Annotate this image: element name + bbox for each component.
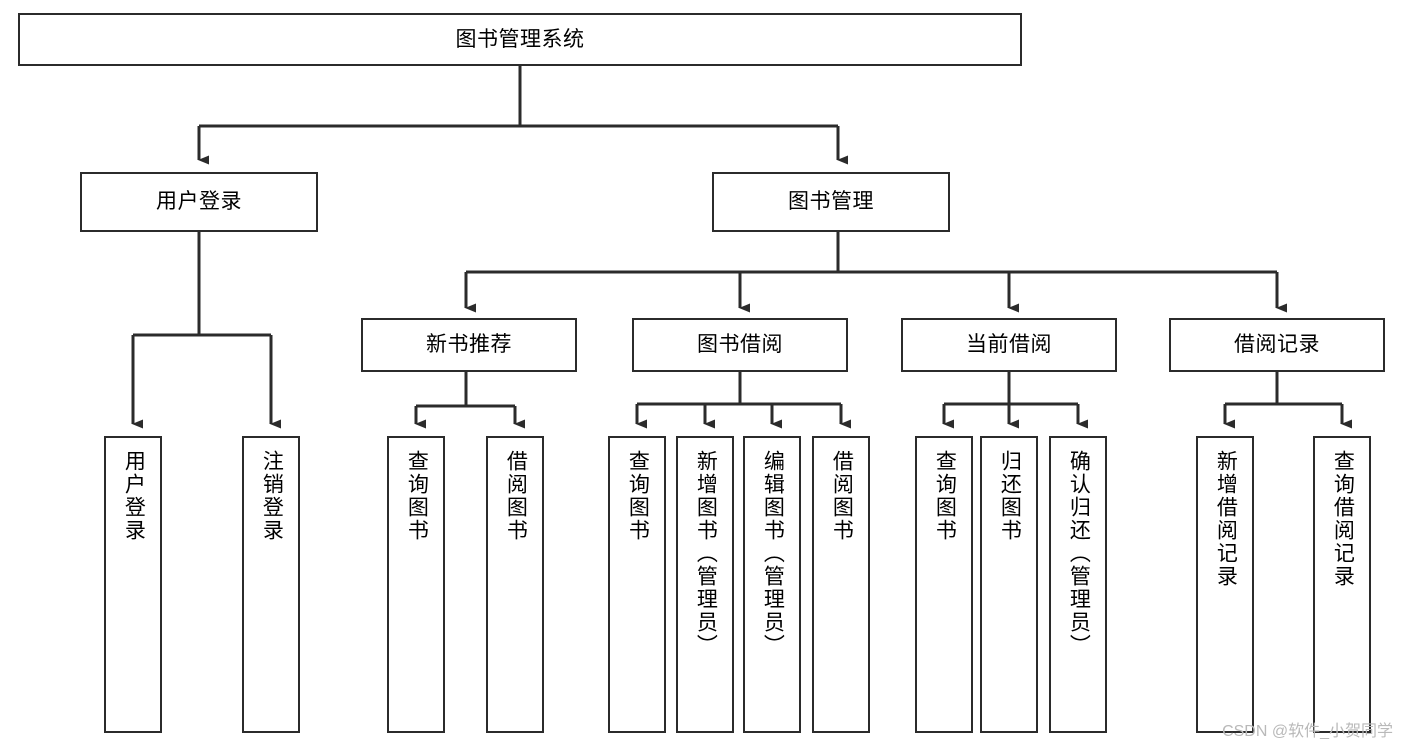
leaf-user-login-logout-label: 注销登录 [260,450,284,542]
leaf-user-login-login[interactable]: 用户登录 [104,436,162,733]
node-current-borrow[interactable]: 当前借阅 [901,318,1117,372]
leaf-book-borrow-query[interactable]: 查询图书 [608,436,666,733]
node-user-login[interactable]: 用户登录 [80,172,318,232]
leaf-new-book-borrow-label: 借阅图书 [504,450,528,542]
leaf-book-borrow-borrow-label: 借阅图书 [830,450,854,542]
leaf-new-book-query[interactable]: 查询图书 [387,436,445,733]
leaf-book-borrow-query-label: 查询图书 [626,450,650,542]
leaf-new-book-query-label: 查询图书 [405,450,429,542]
leaf-current-borrow-query-label: 查询图书 [933,450,957,542]
leaf-new-book-borrow[interactable]: 借阅图书 [486,436,544,733]
node-new-book-recommend[interactable]: 新书推荐 [361,318,577,372]
leaf-book-borrow-edit-label: 编辑图书（管理员） [761,450,785,657]
leaf-borrow-record-add-label: 新增借阅记录 [1214,450,1238,588]
node-book-borrow[interactable]: 图书借阅 [632,318,848,372]
leaf-user-login-logout[interactable]: 注销登录 [242,436,300,733]
csdn-watermark: CSDN @软件_小贺同学 [1222,723,1393,740]
node-book-management[interactable]: 图书管理 [712,172,950,232]
leaf-user-login-login-label: 用户登录 [122,450,146,542]
node-root-label: 图书管理系统 [455,27,585,51]
leaf-book-borrow-borrow[interactable]: 借阅图书 [812,436,870,733]
node-borrow-record[interactable]: 借阅记录 [1169,318,1385,372]
node-borrow-record-label: 借阅记录 [1234,333,1320,357]
leaf-borrow-record-add[interactable]: 新增借阅记录 [1196,436,1254,733]
leaf-current-borrow-query[interactable]: 查询图书 [915,436,973,733]
leaf-book-borrow-add-label: 新增图书（管理员） [694,450,718,657]
leaf-current-borrow-return-label: 归还图书 [998,450,1022,542]
leaf-book-borrow-add[interactable]: 新增图书（管理员） [676,436,734,733]
node-book-borrow-label: 图书借阅 [697,333,783,357]
node-user-login-label: 用户登录 [156,190,242,214]
leaf-current-borrow-return[interactable]: 归还图书 [980,436,1038,733]
leaf-book-borrow-edit[interactable]: 编辑图书（管理员） [743,436,801,733]
node-new-book-recommend-label: 新书推荐 [426,333,512,357]
node-current-borrow-label: 当前借阅 [966,333,1052,357]
leaf-borrow-record-query[interactable]: 查询借阅记录 [1313,436,1371,733]
leaf-current-borrow-confirm-return[interactable]: 确认归还（管理员） [1049,436,1107,733]
leaf-borrow-record-query-label: 查询借阅记录 [1331,450,1355,588]
leaf-current-borrow-confirm-return-label: 确认归还（管理员） [1067,450,1091,657]
node-book-management-label: 图书管理 [788,190,874,214]
node-root-book-management-system[interactable]: 图书管理系统 [18,13,1022,66]
